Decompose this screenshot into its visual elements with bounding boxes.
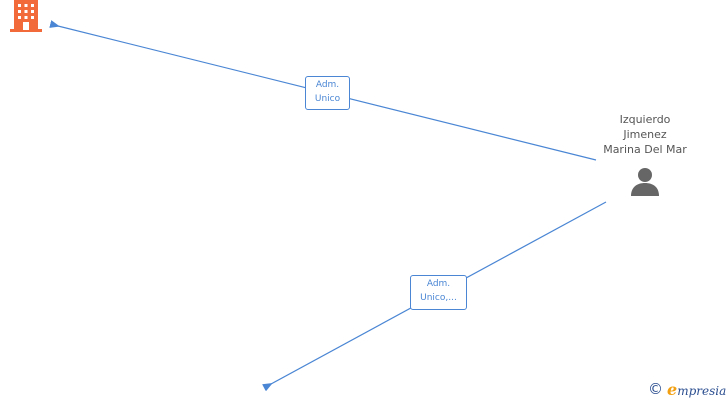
brand-logo-initial: e: [667, 379, 678, 399]
edge-label-company-top[interactable]: Adm. Unico: [305, 76, 350, 110]
edge-label-company-bottom[interactable]: Adm. Unico,...: [410, 275, 467, 310]
copyright-symbol: ©: [648, 379, 663, 398]
person-name[interactable]: Izquierdo Jimenez Marina Del Mar: [586, 112, 704, 157]
brand-logo-rest: mpresia: [677, 383, 727, 398]
person-node[interactable]: Izquierdo Jimenez Marina Del Mar: [586, 112, 704, 198]
edge-label-line: Adm.: [315, 80, 340, 90]
person-icon: [631, 168, 659, 196]
edge-label-line: Adm.: [426, 279, 451, 289]
person-name-line: Izquierdo: [619, 113, 671, 126]
edge-label-line: Unico,...: [420, 293, 457, 303]
company-node-bottom[interactable]: [225, 394, 249, 400]
building-icon: [10, 0, 42, 32]
company-node-top[interactable]: [10, 0, 42, 34]
edge-label-line: Unico: [314, 94, 341, 104]
person-name-line: Jimenez: [623, 128, 667, 141]
person-name-line: Marina Del Mar: [603, 143, 687, 156]
copyright-footer: © e mpresia: [648, 378, 726, 400]
brand-logo[interactable]: e mpresia: [667, 380, 726, 399]
